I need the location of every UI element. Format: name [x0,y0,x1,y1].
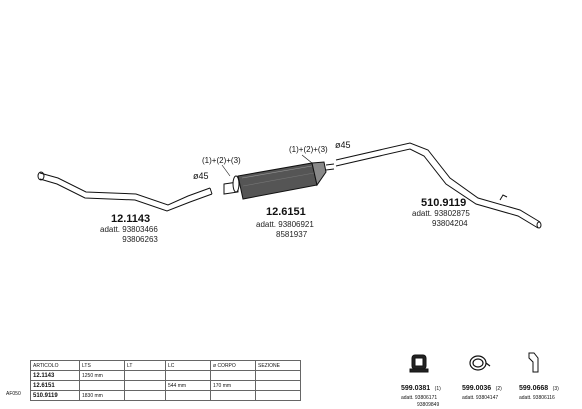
adatt-line: adatt. 93803466 [100,225,158,234]
accessory-ref: (3) [552,386,559,392]
col-header: LTS [79,360,125,371]
table-cell [165,390,211,401]
table-cell [124,380,166,391]
accessory-599-0668: 599.0668 (3) adatt. 93806116 [519,377,559,402]
part-12-1143: 12.1143 [111,213,150,225]
table-cell [210,390,256,401]
diameter-right: ø45 [335,140,351,150]
accessory-599-0036: 599.0036 (2) adatt. 93804147 [462,377,502,402]
table-cell: 510.9119 [30,390,80,401]
hanger-599-0668-icon [528,352,539,373]
part-510-9119: 510.9119 [421,197,466,209]
muffler [223,161,335,200]
table-row: 12.1143 1250 mm [30,370,301,381]
table-side-label: AF050 [6,391,21,397]
table-row: 12.6151 544 mm 170 mm [30,380,301,391]
diameter-left: ø45 [193,171,209,181]
col-header: LT [124,360,166,371]
table-cell: 170 mm [210,380,256,391]
part-code: 510.9119 [421,197,467,209]
accessory-code: 599.0381 [401,385,431,392]
clamp-599-0381-icon [409,354,429,373]
table-header-row: ARTICOLO LTS LT LC ø CORPO SEZIONE [30,360,301,371]
table-cell [124,390,166,401]
table-cell [255,380,301,391]
table-cell [210,370,256,381]
accessory-599-0381: 599.0381 (1) adatt. 93806171 93809849 [401,377,441,409]
adatt-line: adatt. 93806921 [256,220,314,229]
rear-pipe [335,142,542,229]
front-pipe [37,171,213,212]
table-cell [255,390,301,401]
table-cell: 12.6151 [30,380,80,391]
part-code: 12.1143 [111,213,151,225]
part-12-6151-adatt: adatt. 93806921 8581937 [256,220,314,240]
table-row: 510.9119 1830 mm [30,390,301,401]
accessory-adatt: adatt. 93806116 [519,395,555,401]
accessory-ref: (2) [495,386,502,392]
accessory-adatt: 93809849 [417,402,440,408]
part-12-6151: 12.6151 [266,206,306,218]
part-12-1143-adatt: adatt. 93803466 93806263 [100,225,158,245]
adatt-line: 93806263 [122,235,158,244]
accessory-adatt: adatt. 93804147 [462,395,499,401]
col-header: SEZIONE [255,360,301,371]
accessory-code: 599.0668 [519,385,549,392]
table-cell [79,380,125,391]
accessory-code: 599.0036 [462,385,492,392]
spec-table: ARTICOLO LTS LT LC ø CORPO SEZIONE 12.11… [30,360,301,401]
ring-clamp-599-0036-icon [469,355,491,371]
accessory-adatt: adatt. 93806171 [401,395,438,401]
clamp-callout-right: (1)+(2)+(3) [289,145,328,154]
part-code: 12.6151 [266,206,306,218]
table-cell [165,370,211,381]
exhaust-drawing [37,142,542,373]
adatt-line: 93804204 [432,219,468,228]
callout-leaders [221,154,313,177]
table-cell: 1830 mm [79,390,125,401]
table-cell [124,370,166,381]
exhaust-diagram: 12.1143 adatt. 93803466 93806263 12.6151… [6,140,559,408]
accessory-ref: (1) [434,386,441,392]
table-cell: 12.1143 [30,370,80,381]
clamp-callout-left: (1)+(2)+(3) [202,156,241,165]
table-cell: 1250 mm [79,370,125,381]
adatt-line: 8581937 [276,230,308,239]
part-510-9119-adatt: adatt. 93802875 93804204 [412,209,470,229]
col-header: ø CORPO [210,360,256,371]
table-cell: 544 mm [165,380,211,391]
adatt-line: adatt. 93802875 [412,209,470,218]
col-header: LC [165,360,211,371]
table-cell [255,370,301,381]
col-header: ARTICOLO [30,360,80,371]
